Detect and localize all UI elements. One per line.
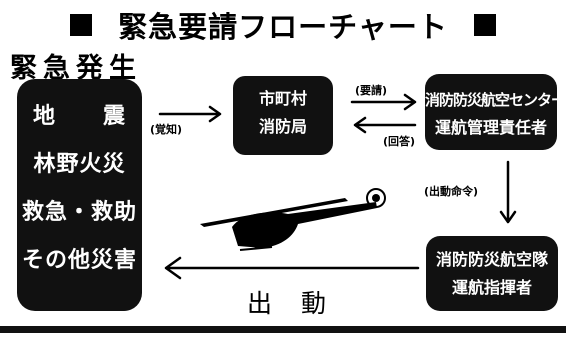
municipal-fire-line2: 消防局: [258, 117, 307, 136]
aviation-squad-line2: 運航指揮者: [451, 278, 532, 297]
deployment-arrow: [164, 256, 420, 280]
bottom-rule: [0, 326, 566, 333]
request-label: (要請): [355, 84, 388, 97]
disaster-rescue: 救急・救助: [21, 200, 137, 225]
disaster-other: その他災害: [21, 248, 137, 273]
title-square-left: [70, 14, 93, 36]
title-square-right: [473, 14, 496, 36]
helicopter-icon: [200, 188, 386, 251]
reply-arrow: [353, 116, 417, 134]
request-arrow: [350, 93, 417, 111]
aviation-squad-box: 消防防災航空隊 運航指揮者: [426, 236, 558, 311]
title-row: 緊急要請フローチャート: [0, 4, 566, 44]
deployment-label: 出 動: [247, 289, 329, 318]
aviation-center-line1: 消防防災航空センター: [425, 91, 566, 109]
reply-label: (回答): [383, 135, 416, 148]
disaster-types-box: 地 震 林野火災 救急・救助 その他災害: [17, 79, 142, 311]
disaster-forest-fire: 林野火災: [33, 152, 126, 177]
aviation-squad-line1: 消防防災航空隊: [435, 250, 548, 269]
disaster-earthquake: 地 震: [17, 93, 142, 141]
aviation-center-box: 消防防災航空センター 運航管理責任者: [425, 74, 566, 150]
report-label: (覚知): [150, 123, 183, 136]
dispatch-order-label: (出動命令): [424, 185, 479, 198]
report-arrow: [158, 105, 222, 123]
page-title: 緊急要請フローチャート: [118, 10, 448, 44]
dispatch-order-arrow: [499, 160, 517, 224]
aviation-center-line2: 運航管理責任者: [434, 118, 547, 137]
disaster-earthquake-left: 地: [33, 104, 57, 129]
disaster-earthquake-right: 震: [102, 104, 126, 129]
municipal-fire-department-box: 市町村 消防局: [233, 76, 333, 155]
municipal-fire-line1: 市町村: [258, 89, 307, 108]
emergency-outbreak-label: 緊急発生: [10, 53, 142, 84]
